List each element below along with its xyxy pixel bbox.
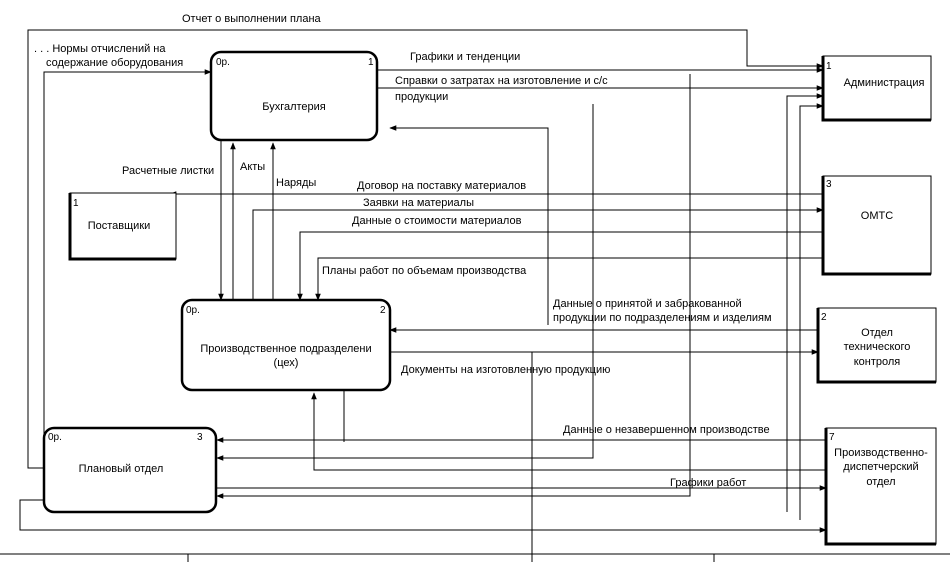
node-pdo-label2: диспетчерский	[843, 461, 918, 473]
node-pdo-label1: Производственно-	[834, 447, 928, 459]
node-production-num: 2	[380, 305, 386, 316]
label-graphs: Графики и тенденции	[410, 51, 520, 63]
node-otk-label3: контроля	[854, 356, 901, 368]
arrow-bottom-loop	[19, 499, 827, 533]
node-suppliers[interactable]: 1 Поставщики	[68, 192, 177, 261]
arrow-admin-in-4	[799, 103, 824, 520]
node-omts[interactable]: 3 ОМТС	[821, 175, 932, 276]
node-planning-label: Плановый отдел	[79, 463, 164, 475]
label-requests: Заявки на материалы	[363, 197, 474, 209]
arrow-report	[27, 29, 824, 469]
node-accounting[interactable]: 0р. 1 Бухгалтерия	[209, 50, 379, 142]
arrow-graph-planning	[216, 74, 691, 499]
node-suppliers-label: Поставщики	[88, 220, 151, 232]
node-accounting-code: 0р.	[216, 57, 230, 68]
label-report: Отчет о выполнении плана	[182, 13, 322, 25]
label-payslips: Расчетные листки	[122, 165, 214, 177]
node-planning-code: 0р.	[48, 432, 62, 443]
node-suppliers-num: 1	[73, 198, 79, 209]
node-production-label1: Производственное подразделени	[200, 343, 371, 355]
node-pdo-label3: отдел	[866, 476, 895, 488]
node-accounting-num: 1	[368, 57, 374, 68]
node-admin-num: 1	[826, 61, 832, 72]
label-accepted-2: продукции по подразделениям и изделиям	[553, 312, 772, 324]
wires	[19, 29, 827, 562]
node-production-label2: (цех)	[274, 357, 299, 369]
label-plans: Планы работ по объемам производства	[322, 265, 527, 277]
node-pdo[interactable]: 7 Производственно- диспетчерский отдел	[824, 427, 937, 546]
node-otk-label1: Отдел	[861, 327, 893, 339]
arrow-plans	[315, 257, 823, 301]
bottom-frame	[0, 553, 950, 562]
node-pdo-num: 7	[829, 432, 835, 443]
node-otk[interactable]: 2 Отдел технического контроля	[816, 307, 937, 384]
node-omts-label: ОМТС	[861, 210, 893, 222]
label-docs: Документы на изготовленную продукцию	[401, 364, 610, 376]
label-cost: Данные о стоимости материалов	[352, 215, 522, 227]
node-planning-num: 3	[197, 432, 203, 443]
label-wip: Данные о незавершенном производстве	[563, 424, 770, 436]
arrow-labels: Отчет о выполнении плана . . . Нормы отч…	[34, 13, 772, 489]
node-admin-label: Администрация	[844, 77, 925, 89]
arrow-requests	[252, 207, 824, 300]
label-refs-1: Справки о затратах на изготовление и с/с	[395, 75, 608, 87]
node-admin[interactable]: 1 Администрация	[821, 55, 932, 122]
arrow-cost	[297, 231, 823, 301]
label-refs-2: продукции	[395, 91, 448, 103]
label-norms-1: . . . Нормы отчислений на	[34, 43, 166, 55]
node-omts-num: 3	[826, 179, 832, 190]
node-production[interactable]: 0р. 2 Производственное подразделени (цех…	[180, 298, 392, 392]
label-contract: Договор на поставку материалов	[357, 180, 526, 192]
node-otk-label2: технического	[844, 341, 911, 353]
node-production-code: 0р.	[186, 305, 200, 316]
label-norms-2: содержание оборудования	[46, 57, 183, 69]
arrow-acc-in	[389, 125, 549, 325]
label-acts: Акты	[240, 161, 265, 173]
node-otk-num: 2	[821, 312, 827, 323]
label-schedules: Графики работ	[670, 477, 746, 489]
arrow-admin-in-3	[786, 93, 824, 512]
label-orders: Наряды	[276, 177, 316, 189]
arrow-pdo-prod	[311, 392, 826, 471]
arrow-norms	[43, 69, 212, 440]
label-accepted-1: Данные о принятой и забракованной	[553, 298, 742, 310]
node-planning[interactable]: 0р. 3 Плановый отдел	[42, 426, 218, 514]
arrow-refs-planning	[216, 104, 594, 461]
node-accounting-label: Бухгалтерия	[262, 101, 326, 113]
